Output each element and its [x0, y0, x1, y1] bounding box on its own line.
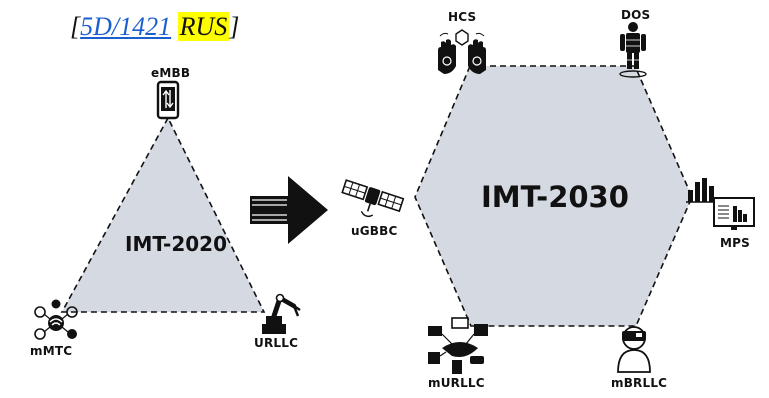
label-mmtc: mMTC: [30, 344, 73, 358]
device-network-icon: [428, 317, 488, 374]
phone-icon: [156, 80, 180, 120]
evolution-arrow: [250, 176, 328, 244]
label-hcs: HCS: [448, 10, 477, 24]
monitoring-dashboard-icon: [686, 178, 755, 230]
iot-network-icon: [34, 299, 78, 340]
satellite-icon: [341, 179, 405, 218]
reference-citation: [5D/1421 RUS]: [70, 10, 239, 44]
hands-sensing-icon: [438, 29, 486, 74]
reference-bracket-close: ]: [229, 12, 240, 41]
label-dos: DOS: [621, 8, 651, 22]
vr-headset-icon: [617, 326, 651, 373]
imt2020-title: IMT-2020: [125, 232, 228, 256]
reference-bracket-open: [: [70, 12, 81, 41]
label-urllc: URLLC: [254, 336, 299, 350]
imt2020-triangle: [60, 116, 266, 313]
reference-link[interactable]: 5D/1421: [80, 12, 172, 41]
digital-human-icon: [619, 22, 647, 78]
label-mbrllc: mBRLLC: [611, 376, 668, 390]
label-embb: eMBB: [151, 66, 191, 80]
reference-country: RUS: [177, 12, 230, 41]
label-ugbbc: uGBBC: [351, 224, 398, 238]
label-murllc: mURLLC: [428, 376, 485, 390]
label-mps: MPS: [720, 236, 750, 250]
robot-arm-icon: [262, 293, 301, 334]
imt2030-title: IMT-2030: [481, 180, 629, 214]
